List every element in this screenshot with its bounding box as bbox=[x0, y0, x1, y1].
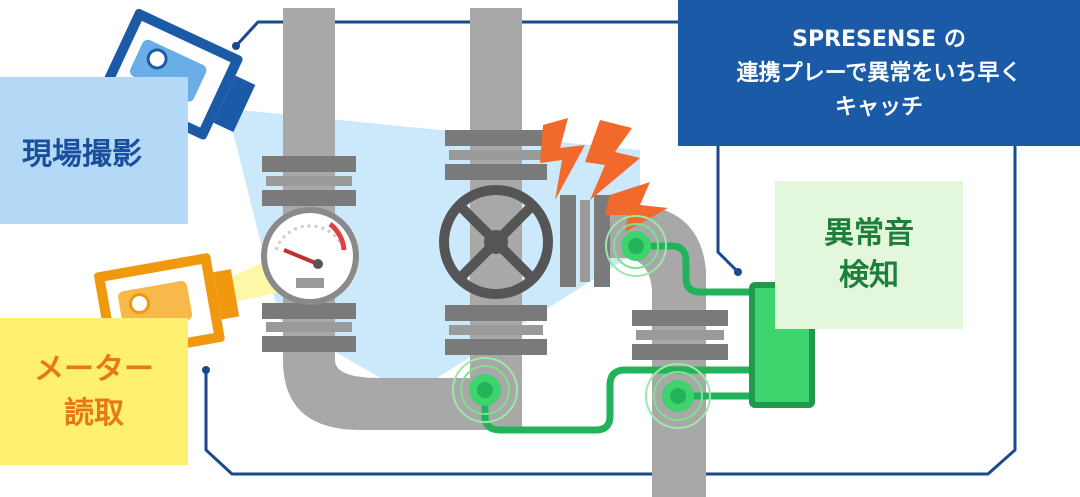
sensor-wire bbox=[481, 366, 752, 434]
pipe-u-bend bbox=[283, 330, 480, 430]
label-meter-line2: 読取 bbox=[64, 395, 124, 431]
label-spresense-callout: SPRESENSE の 連携プレーで異常をいち早く キャッチ bbox=[678, 0, 1080, 146]
label-sound-line2: 検知 bbox=[839, 258, 899, 293]
label-sound-line1: 異常音 bbox=[824, 216, 914, 251]
connector-frame-line bbox=[204, 20, 1017, 476]
valve-wheel-icon bbox=[439, 185, 553, 299]
flange-middle-bottom bbox=[445, 305, 547, 355]
label-abnormal-sound: 異常音 検知 bbox=[775, 181, 963, 329]
label-meter-line1: メーター bbox=[34, 351, 154, 387]
flange-middle-top bbox=[445, 130, 547, 180]
gauge-icon bbox=[261, 207, 359, 305]
flange-right bbox=[632, 310, 728, 360]
connector-dot bbox=[202, 366, 210, 374]
label-spresense-line3: キャッチ bbox=[834, 95, 923, 120]
spark-icon bbox=[540, 118, 668, 232]
connector-line-sound bbox=[716, 146, 740, 274]
label-site-photo-text: 現場撮影 bbox=[22, 136, 142, 172]
flange-left-top bbox=[262, 156, 356, 206]
flange-valve-side bbox=[560, 195, 610, 287]
microphone-sensor-icon bbox=[452, 357, 518, 423]
label-spresense-line2: 連携プレーで異常をいち早く bbox=[736, 61, 1022, 86]
label-meter-reading: メーター 読取 bbox=[0, 318, 188, 465]
microphone-sensor-icon bbox=[605, 215, 667, 277]
sensor-wire bbox=[636, 242, 752, 296]
label-site-photo: 現場撮影 bbox=[0, 77, 188, 224]
label-spresense-line1: SPRESENSE の bbox=[792, 27, 966, 52]
flange-left-bottom bbox=[262, 303, 356, 352]
microphone-sensor-icon bbox=[645, 363, 711, 429]
connector-dot bbox=[734, 268, 742, 276]
connector-dot bbox=[232, 42, 240, 50]
